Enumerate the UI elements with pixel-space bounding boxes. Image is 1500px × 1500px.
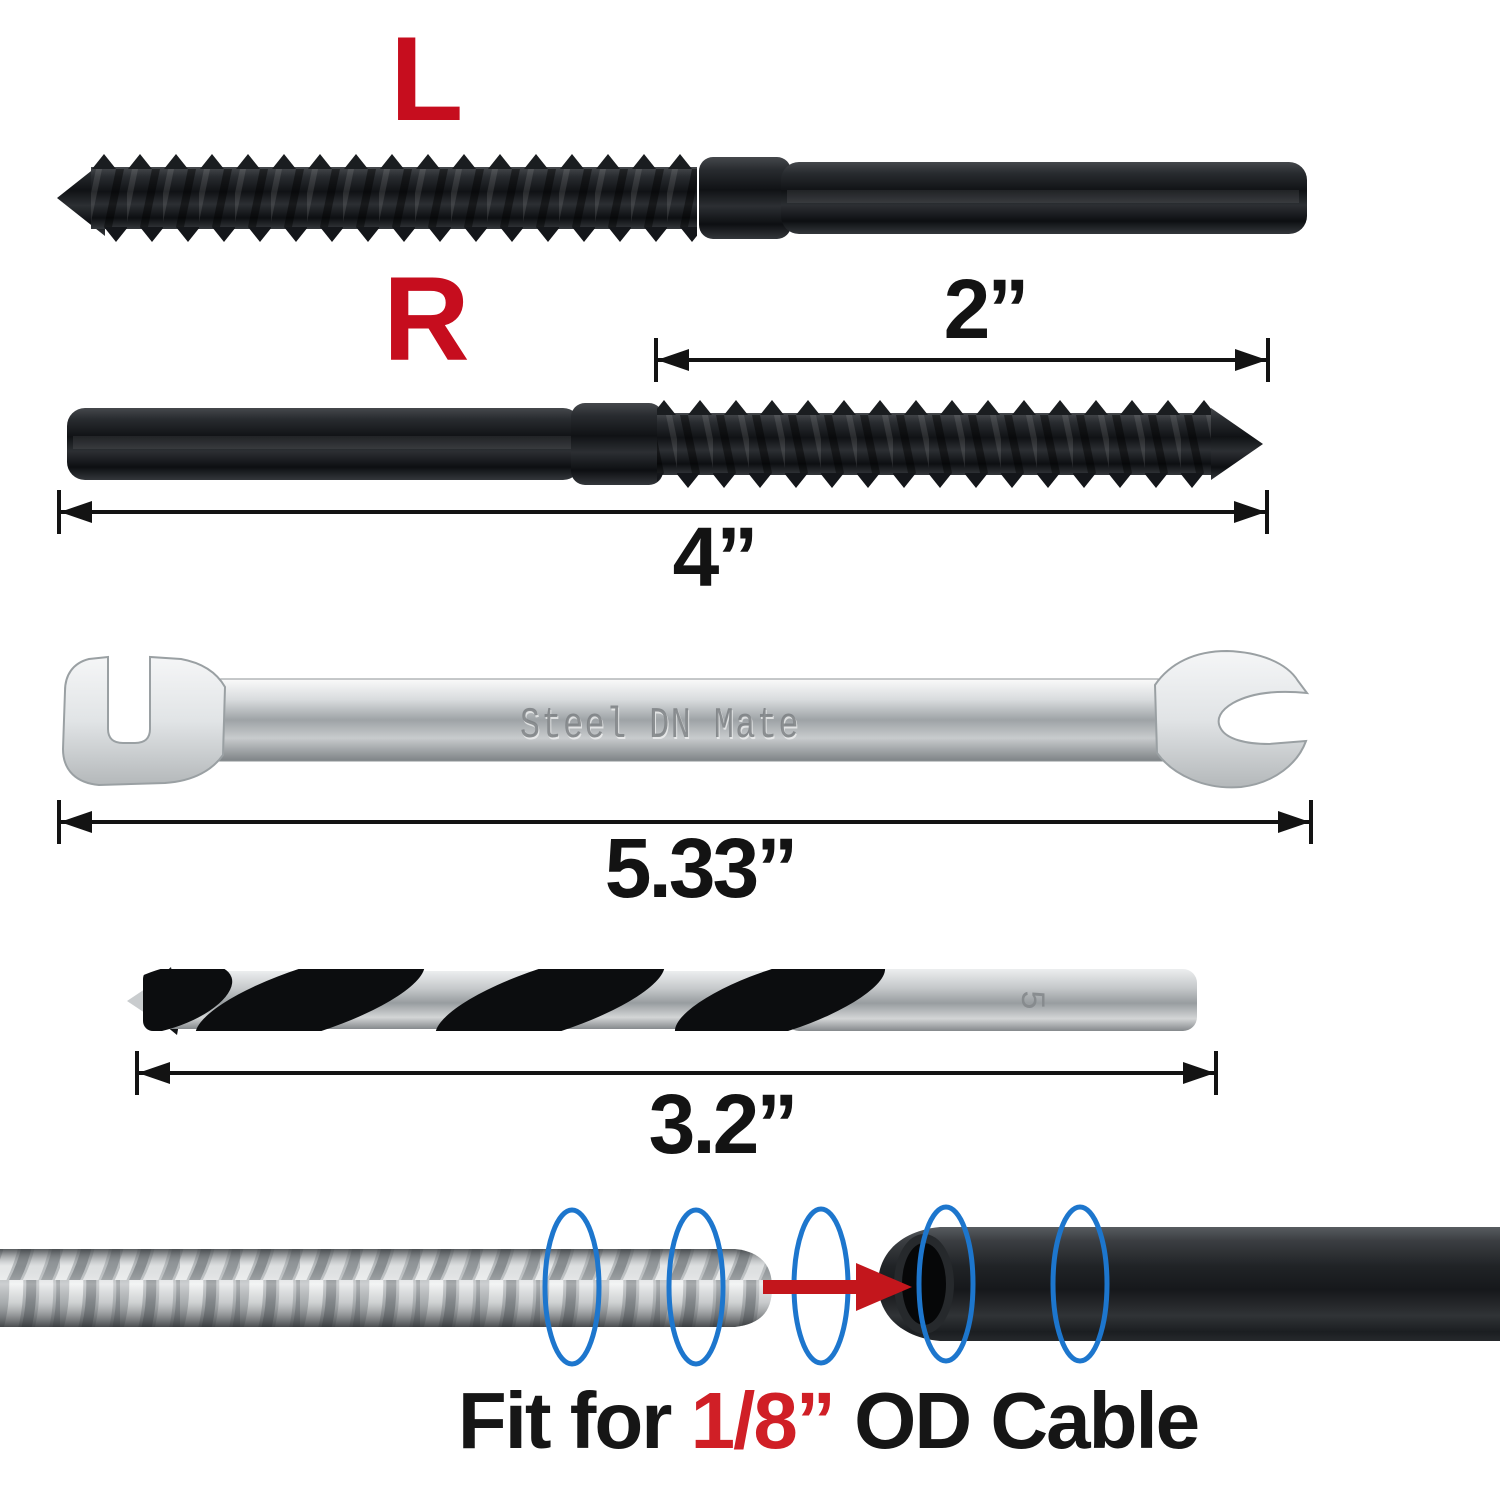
insertion-arrow-icon (763, 1263, 912, 1311)
label-right-hand-thread: R (383, 252, 470, 386)
dimension-label-stud-length: 4” (672, 510, 759, 604)
caption-prefix: Fit for (457, 1376, 691, 1465)
arrowhead-left-icon (138, 1062, 170, 1084)
dimension-tick (1266, 338, 1270, 382)
dimension-label-drill-length: 3.2” (648, 1077, 799, 1171)
lag-stud-right-thread (67, 398, 1263, 490)
dimension-rule (59, 510, 1267, 514)
arrowhead-right-icon (1235, 349, 1267, 371)
arrowhead-right-icon (1183, 1062, 1215, 1084)
guide-ellipse (916, 1204, 976, 1364)
wrench-engraving: Steel DN Mate (520, 701, 800, 751)
dimension-rule (137, 1071, 1216, 1075)
drill-flutes (143, 969, 886, 1031)
arrowhead-left-icon (657, 349, 689, 371)
dimension-label-wrench-length: 5.33” (604, 821, 798, 915)
fit-caption: Fit for 1/8” OD Cable (458, 1381, 1200, 1461)
dimension-tick (1309, 800, 1313, 844)
drill-bit: 5 (127, 967, 1197, 1035)
arrowhead-left-icon (60, 501, 92, 523)
dimension-label-thread-length: 2” (943, 262, 1030, 356)
guide-ellipse (666, 1207, 726, 1367)
label-left-hand-thread: L (390, 12, 463, 146)
dimension-tick (1214, 1051, 1218, 1095)
lag-stud-left-thread (57, 152, 1307, 244)
arrowhead-left-icon (60, 811, 92, 833)
arrowhead-right-icon (1234, 501, 1266, 523)
wrench: Steel DN Mate Steel DN Mate (61, 649, 1310, 789)
swage-tube (878, 1227, 1500, 1341)
dimension-tick (1265, 490, 1269, 534)
dimension-rule (656, 358, 1268, 362)
drill-size-mark: 5 (1011, 990, 1049, 1010)
guide-ellipse (542, 1207, 602, 1367)
guide-ellipse (1050, 1204, 1110, 1364)
caption-suffix: OD Cable (833, 1376, 1200, 1465)
arrowhead-right-icon (1278, 811, 1310, 833)
caption-cable-size: 1/8” (690, 1376, 836, 1465)
tube-socket-hole (902, 1243, 946, 1325)
wrench-engraving-emboss: Steel DN Mate (521, 703, 801, 753)
wrench-left-head (61, 655, 227, 787)
wire-rope-cable (0, 1249, 772, 1327)
wrench-right-head (1153, 649, 1310, 789)
dimension-rule (59, 820, 1311, 824)
